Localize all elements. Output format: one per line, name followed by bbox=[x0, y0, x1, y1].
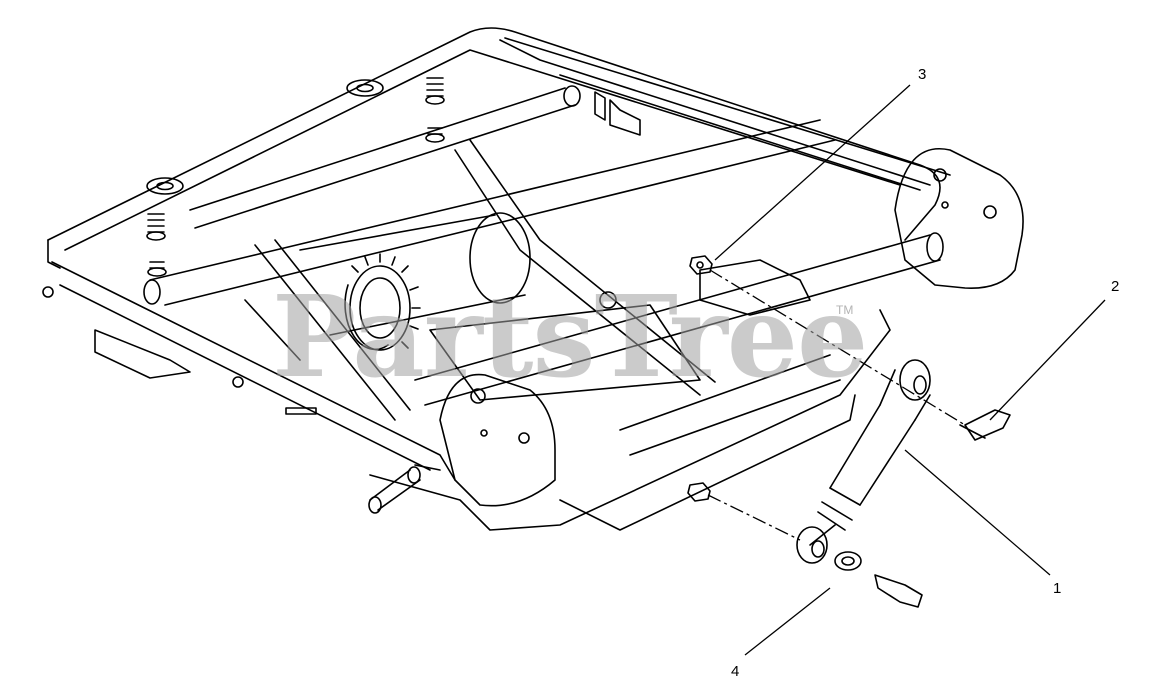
leader-1 bbox=[904, 449, 1051, 576]
washer-lower bbox=[834, 551, 862, 571]
nut-lower bbox=[687, 482, 711, 502]
callout-1: 1 bbox=[1053, 580, 1062, 597]
upper-cross-tube bbox=[189, 85, 581, 229]
bolt-upper bbox=[959, 409, 1011, 441]
seat-pan bbox=[47, 27, 941, 269]
leader-2 bbox=[989, 299, 1106, 421]
left-bracket bbox=[439, 373, 556, 507]
scissor-arm-2 bbox=[244, 239, 411, 421]
spring-3 bbox=[146, 213, 166, 241]
seat-slot-2 bbox=[146, 177, 184, 195]
frame-rail-right bbox=[504, 37, 951, 191]
bolt-lower bbox=[874, 574, 923, 608]
shock-absorber bbox=[796, 359, 931, 564]
nut-upper bbox=[689, 255, 713, 275]
centerline-lower bbox=[707, 494, 801, 541]
spring-1 bbox=[425, 77, 445, 105]
callout-4: 4 bbox=[731, 663, 740, 680]
spring-4 bbox=[147, 261, 167, 277]
callout-3: 3 bbox=[918, 66, 927, 83]
base-plate bbox=[369, 259, 891, 531]
pivot-pin bbox=[368, 464, 441, 514]
frame-rail-left bbox=[42, 261, 456, 481]
leader-3 bbox=[714, 84, 911, 261]
watermark-trademark: TM bbox=[836, 303, 854, 317]
leader-4 bbox=[744, 587, 831, 656]
callout-2: 2 bbox=[1111, 278, 1120, 295]
scissor-arm-1 bbox=[454, 139, 716, 396]
seat-slot-1 bbox=[346, 79, 384, 97]
gear bbox=[349, 253, 421, 351]
right-bracket bbox=[894, 148, 1024, 289]
rear-cross-tube bbox=[414, 232, 944, 406]
motor-cylinder bbox=[299, 212, 531, 351]
watermark: PartsTree bbox=[272, 272, 868, 403]
lower-cross-tube bbox=[619, 354, 841, 456]
